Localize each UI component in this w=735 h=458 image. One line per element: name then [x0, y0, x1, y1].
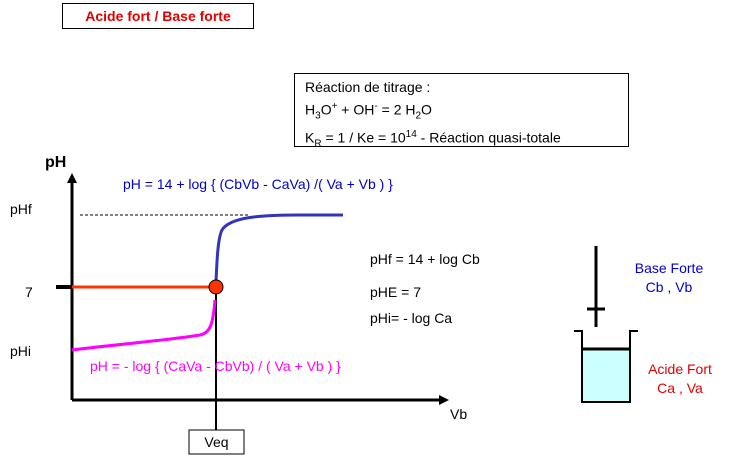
veq-box: [188, 429, 245, 455]
beaker: [574, 330, 638, 403]
reaction-heading: Réaction de titrage :: [305, 79, 431, 95]
reaction-box: Réaction de titrage : H3O+ + OH- = 2 H2O…: [294, 73, 629, 150]
tick-label-phi: pHi: [10, 343, 31, 359]
phi-formula: pHi= - log Ca: [370, 310, 452, 326]
upper-curve: [214, 213, 343, 283]
veq-label: Veq: [204, 434, 228, 450]
tick-label-7: 7: [25, 284, 33, 300]
y-axis-label: pH: [45, 154, 66, 171]
acid-name: Acide Fort: [648, 361, 712, 377]
diagram-title: Acide fort / Base forte: [62, 3, 254, 29]
phf-formula: pHf = 14 + log Cb: [370, 251, 480, 267]
lower-formula: pH = - log { (CaVa - CbVb) / ( Va + Vb )…: [90, 358, 341, 374]
equivalence-point: [208, 279, 224, 295]
phe-formula: pHE = 7: [370, 284, 421, 300]
reaction-equation: H3O+ + OH- = 2 H2O: [305, 101, 432, 122]
x-axis-label: Vb: [450, 406, 467, 422]
beaker-solution: [582, 349, 630, 402]
reaction-constant: KR = 1 / Ke = 1014 - Réaction quasi-tota…: [305, 129, 561, 150]
tick-label-phf: pHf: [10, 201, 32, 217]
lower-curve: [71, 299, 217, 352]
upper-formula: pH = 14 + log { (CbVb - CaVa) /( Va + Vb…: [123, 176, 393, 192]
acid-vars: Ca , Va: [657, 380, 703, 396]
base-vars: Cb , Vb: [646, 279, 693, 295]
base-name: Base Forte: [635, 260, 704, 276]
